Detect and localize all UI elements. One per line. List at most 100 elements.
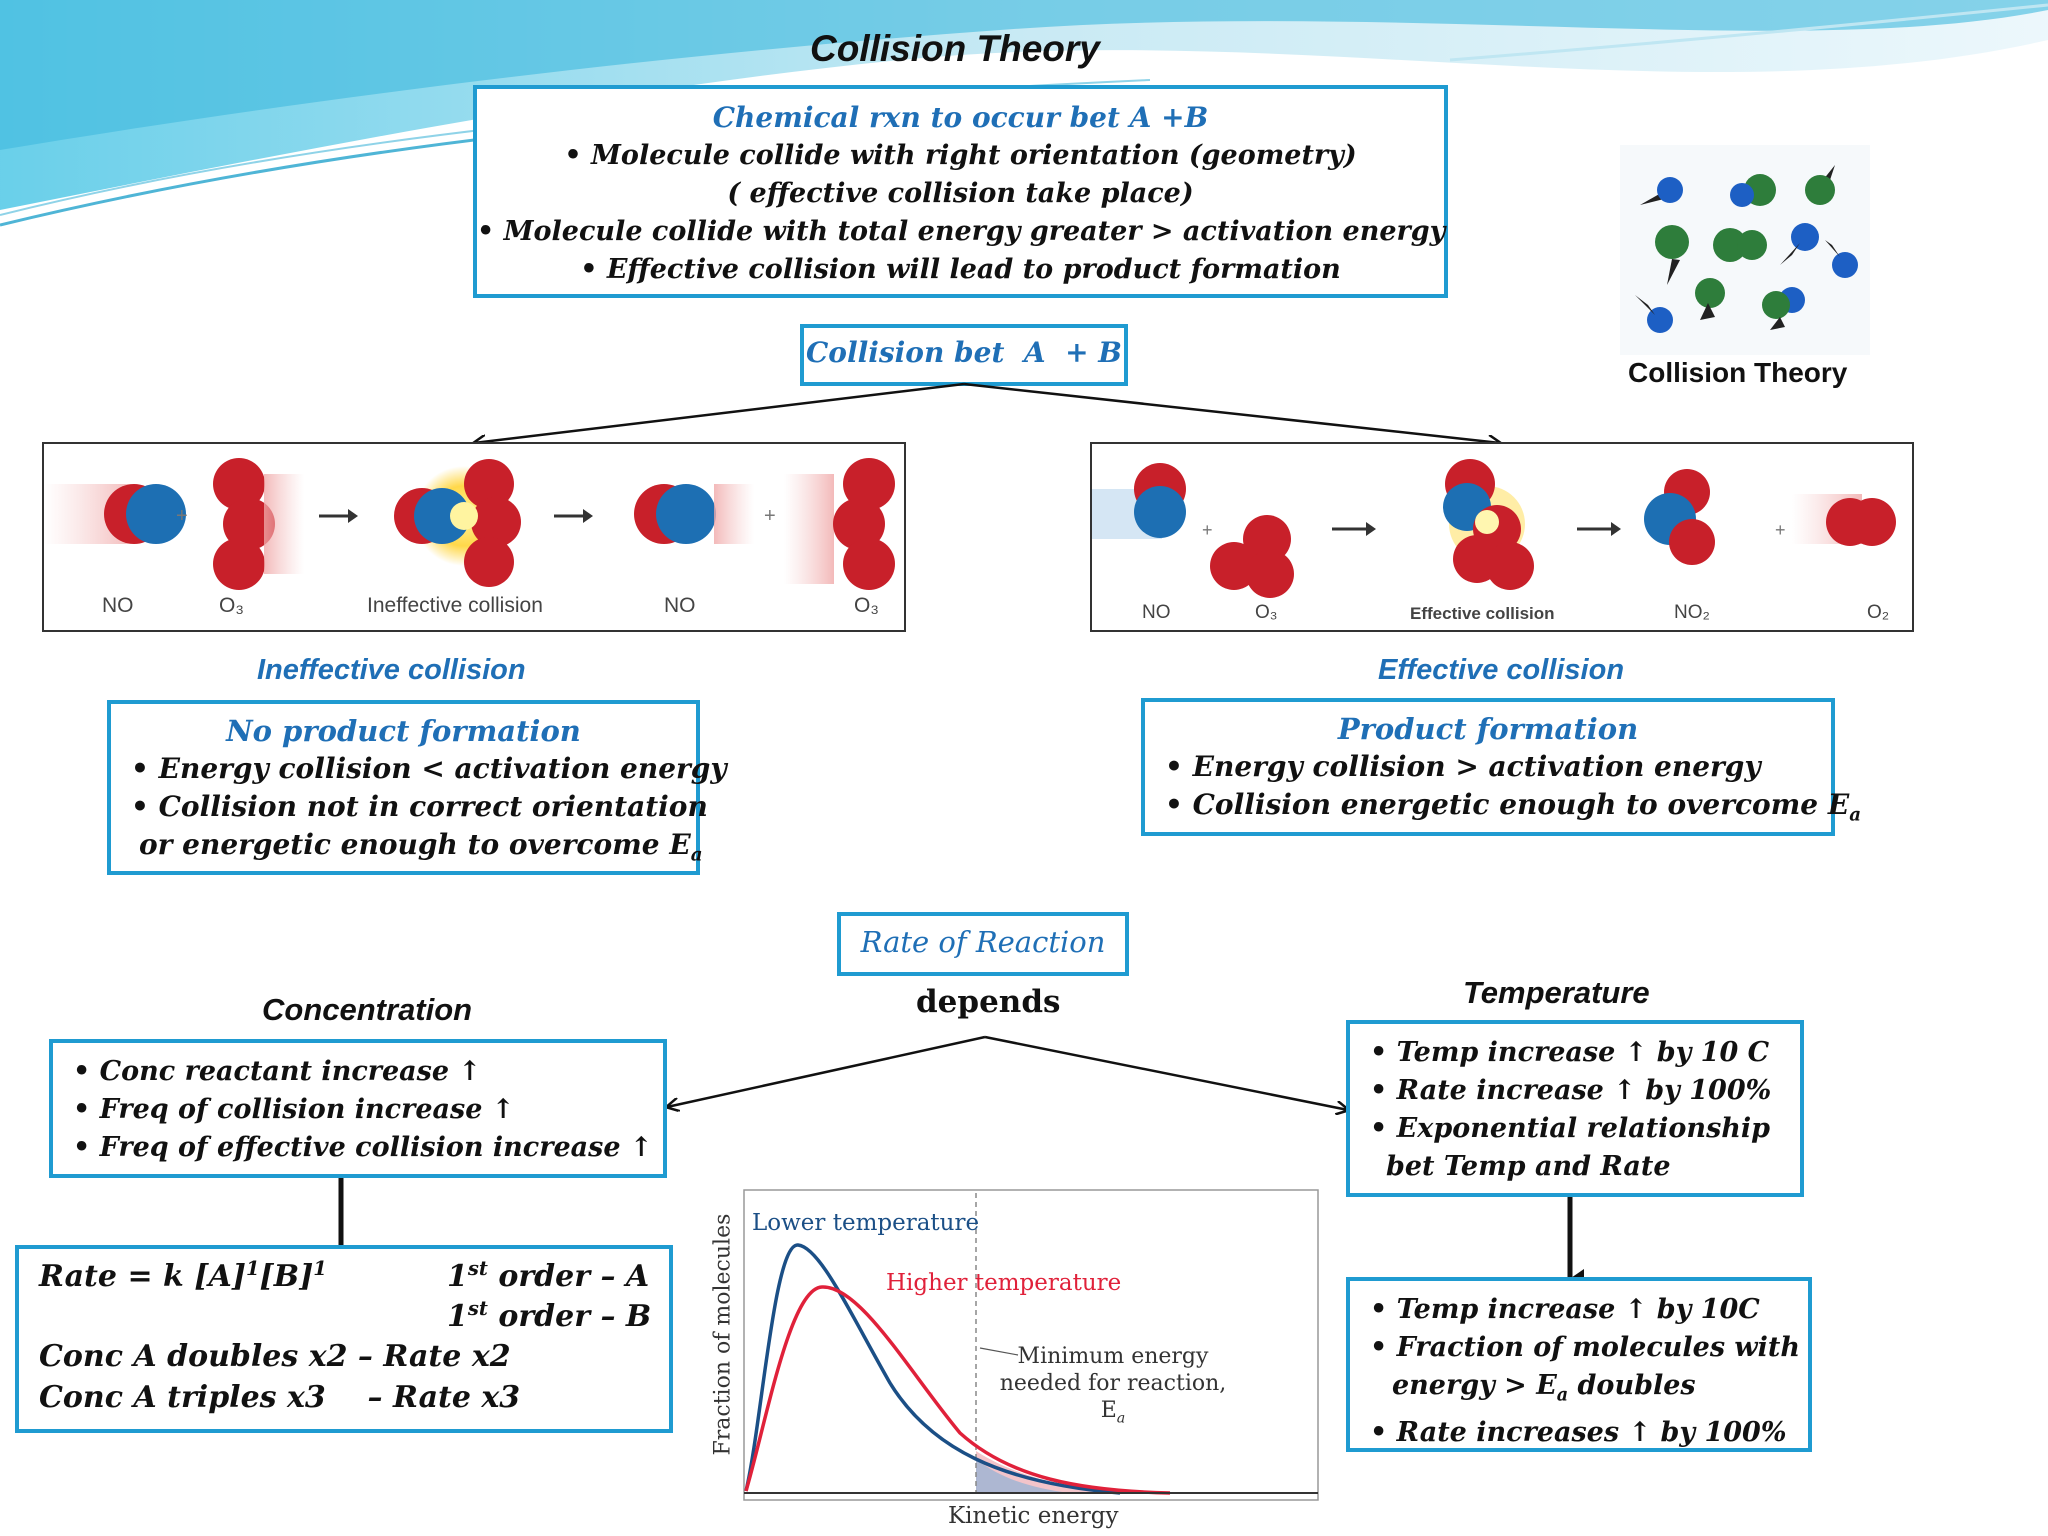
rate-law-equation: Rate = k [A]1[B]1 xyxy=(39,1257,327,1294)
concentration-line: • Freq of effective collision increase ↑ xyxy=(73,1132,653,1163)
no2-molecule xyxy=(1644,469,1715,565)
arrow-to-effective xyxy=(963,382,1500,443)
rate-law-line: Conc A doubles x2 – Rate x2 xyxy=(39,1339,511,1374)
order-b: 1st order – B xyxy=(447,1297,651,1334)
svg-text:+: + xyxy=(176,505,188,527)
no-product-line: • Collision not in correct orientation xyxy=(131,790,708,823)
product-line: • Energy collision > activation energy xyxy=(1165,750,1761,783)
effective-caption: Effective collision xyxy=(1378,654,1625,686)
no-product-line-ea: or energetic enough to overcome Ea xyxy=(131,826,702,875)
subscript-a: a xyxy=(1849,804,1862,826)
order-a-num: 1 xyxy=(447,1259,468,1294)
no-product-heading: No product formation xyxy=(226,714,581,748)
image-caption: Collision Theory xyxy=(1628,357,1848,388)
panel-label: NO₂ xyxy=(1674,602,1710,623)
concentration-line: • Conc reactant increase ↑ xyxy=(73,1056,482,1087)
conditions-line: • Molecule collide with right orientatio… xyxy=(564,140,1357,171)
conditions-heading: Chemical rxn to occur bet A +B xyxy=(712,101,1209,134)
temp-result-line: • Fraction of molecules with xyxy=(1370,1332,1801,1363)
o2-molecule xyxy=(1826,498,1896,546)
svg-text:+: + xyxy=(1202,520,1213,540)
concentration-box: • Conc reactant increase ↑ • Freq of col… xyxy=(49,1039,667,1178)
temperature-line: • Rate increase ↑ by 100% xyxy=(1370,1075,1772,1106)
arrow-to-concentration xyxy=(667,1035,986,1107)
panel-label: O₃ xyxy=(219,594,244,617)
series-label-higher: Higher temperature xyxy=(886,1270,1122,1296)
order-b-sup: st xyxy=(467,1297,488,1320)
no-molecule xyxy=(1134,463,1186,538)
colliding-molecules xyxy=(394,459,521,587)
o3-molecule xyxy=(1210,515,1294,598)
lower-temperature-curve xyxy=(744,1243,1121,1495)
rate-law-exponent: 1 xyxy=(245,1257,260,1280)
order-a: 1st order – A xyxy=(447,1257,649,1294)
no-product-box: No product formation • Energy collision … xyxy=(107,700,727,875)
order-a-sup: st xyxy=(467,1257,488,1280)
conditions-line: ( effective collision take place) xyxy=(727,178,1194,209)
product-line-text: • Collision energetic enough to overcome… xyxy=(1165,788,1850,821)
higher-temperature-curve xyxy=(744,1285,1171,1495)
temp-result-line: • Rate increases ↑ by 100% xyxy=(1370,1417,1787,1449)
temp-result-line: • Temp increase ↑ by 10C xyxy=(1370,1294,1760,1325)
panel-label: NO xyxy=(1142,602,1171,623)
temperature-line: bet Temp and Rate xyxy=(1386,1151,1671,1182)
effective-molecules: + + xyxy=(1092,459,1896,598)
panel-label: O₂ xyxy=(1867,602,1890,623)
o3-molecule xyxy=(833,458,895,590)
panel-label: NO xyxy=(102,594,134,617)
subscript-a: a xyxy=(1556,1385,1569,1406)
chart-svg xyxy=(743,1189,1319,1501)
temp-result-box: • Temp increase ↑ by 10C • Fraction of m… xyxy=(1346,1277,1812,1452)
panel-label: O₃ xyxy=(1255,602,1278,623)
ea-shaded-area-blue xyxy=(976,1459,1070,1493)
conditions-line: • Molecule collide with total energy gre… xyxy=(477,216,1446,247)
concentration-title: Concentration xyxy=(262,992,473,1027)
subscript-a: a xyxy=(1116,1410,1126,1427)
temp-result-ea-pre: energy > E xyxy=(1392,1370,1557,1401)
rate-law-prefix: Rate = k [A] xyxy=(39,1259,246,1294)
depends-label: depends xyxy=(916,984,1061,1020)
ineffective-collision-panel: + + NO O₃ Ineffective collision NO O₃ xyxy=(42,442,906,632)
no-product-line: • Energy collision < activation energy xyxy=(131,752,727,785)
temperature-line: • Exponential relationship xyxy=(1370,1113,1771,1144)
panel-label: NO xyxy=(664,594,696,617)
ea-annotation: Minimum energy needed for reaction, Ea xyxy=(998,1343,1228,1432)
y-axis-label: Fraction of molecules xyxy=(710,1213,736,1456)
concentration-line: • Freq of collision increase ↑ xyxy=(73,1094,515,1125)
annotation-leader xyxy=(979,1347,1019,1356)
svg-text:+: + xyxy=(764,505,776,527)
rate-of-reaction-label: Rate of Reaction xyxy=(860,925,1106,959)
temperature-title: Temperature xyxy=(1463,975,1650,1010)
rate-law-line: Conc A triples x3 – Rate x3 xyxy=(39,1380,521,1415)
rate-of-reaction-box: Rate of Reaction xyxy=(837,912,1129,976)
ea-annotation-text: Minimum energy needed for reaction, E xyxy=(999,1344,1227,1423)
molecules-collision-image xyxy=(1620,145,1870,355)
panel-label: Effective collision xyxy=(1410,604,1555,623)
o3-molecule xyxy=(213,458,275,590)
collision-ab-box: Collision bet A + B xyxy=(800,324,1128,386)
collision-ab-label: Collision bet A + B xyxy=(806,336,1122,369)
molecule-pair xyxy=(1635,165,1858,333)
energy-distribution-chart: Lower temperature Higher temperature Min… xyxy=(700,1183,1325,1536)
x-axis-label: Kinetic energy xyxy=(948,1503,1119,1529)
plot-frame xyxy=(743,1189,1319,1501)
ineffective-caption: Ineffective collision xyxy=(257,654,526,686)
product-heading: Product formation xyxy=(1337,712,1639,746)
rate-law-mid: [B] xyxy=(259,1259,314,1294)
rate-law-exponent: 1 xyxy=(313,1257,327,1280)
arrow-to-temperature xyxy=(984,1035,1348,1110)
temp-result-ea-post: doubles xyxy=(1568,1370,1696,1401)
order-a-text: order – A xyxy=(487,1259,650,1294)
svg-text:+: + xyxy=(1775,520,1786,540)
panel-label: Ineffective collision xyxy=(367,594,543,617)
arrow-to-ineffective xyxy=(474,382,965,443)
no-molecule xyxy=(104,484,186,544)
panel-label: O₃ xyxy=(854,594,879,617)
order-b-text: order – B xyxy=(487,1299,652,1334)
product-line-ea: • Collision energetic enough to overcome… xyxy=(1165,786,1861,835)
temperature-box: • Temp increase ↑ by 10 C • Rate increas… xyxy=(1346,1020,1804,1197)
conditions-box: Chemical rxn to occur bet A +B • Molecul… xyxy=(473,85,1448,298)
no-molecule xyxy=(634,484,716,544)
rate-law-box: Rate = k [A]1[B]1 1st order – A 1st orde… xyxy=(15,1245,673,1433)
